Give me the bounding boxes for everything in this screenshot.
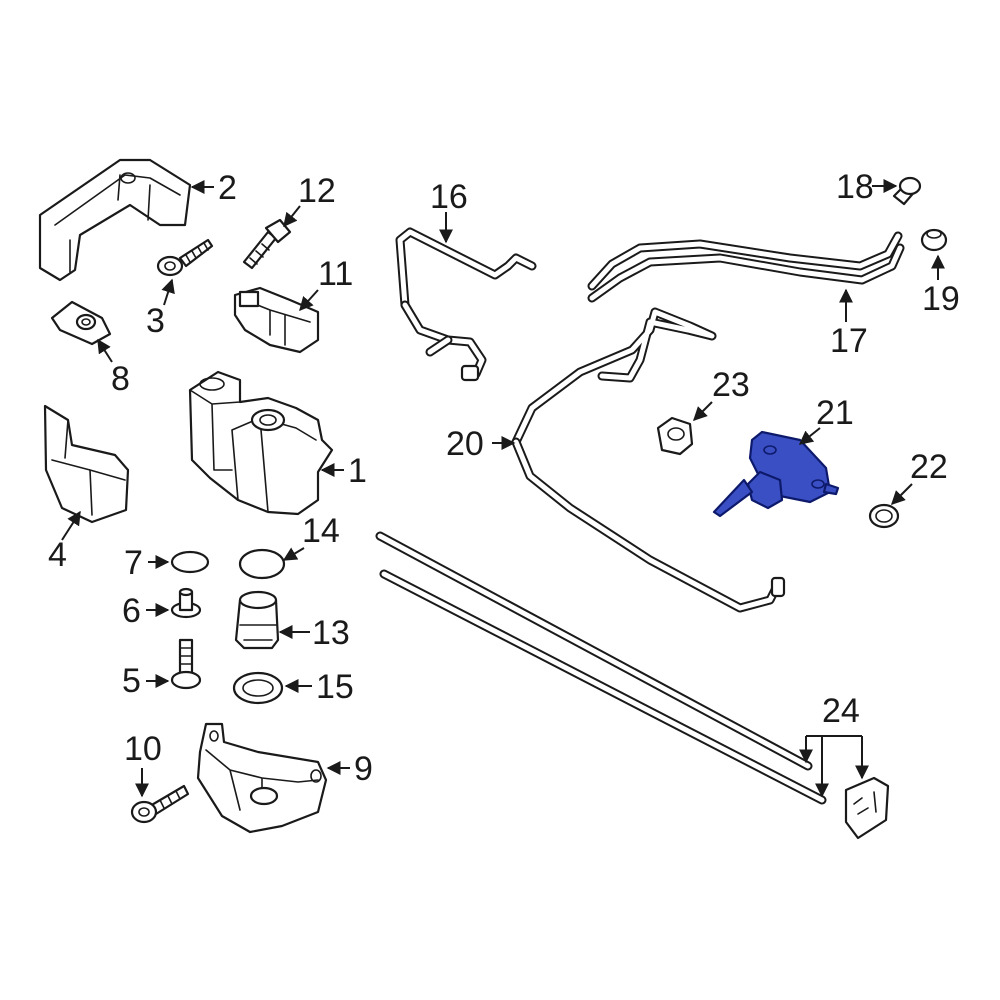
- callout-8: 8: [111, 360, 130, 398]
- callout-14: 14: [302, 512, 340, 550]
- part-14-o-ring: [238, 548, 286, 580]
- callout-20: 20: [446, 425, 484, 463]
- callout-17: 17: [830, 322, 868, 360]
- leader-8: [97, 338, 113, 363]
- callout-15: 15: [316, 668, 354, 706]
- part-20-tube: [511, 307, 786, 613]
- part-13-connector: [234, 590, 280, 650]
- callout-4: 4: [48, 536, 67, 574]
- part-9-mount-bracket: [196, 722, 328, 834]
- part-8-clip-nut: [50, 300, 112, 346]
- leader-12: [283, 205, 301, 228]
- callout-7: 7: [124, 544, 143, 582]
- callout-10: 10: [124, 730, 162, 768]
- part-11-sensor: [233, 286, 320, 354]
- callout-1: 1: [348, 452, 367, 490]
- callout-16: 16: [430, 178, 468, 216]
- part-22-o-ring: [868, 503, 900, 529]
- part-21-valve: [712, 430, 840, 518]
- callout-18: 18: [836, 168, 874, 206]
- part-3-bolt: [156, 238, 214, 277]
- callout-9: 9: [354, 750, 373, 788]
- leader-21: [798, 427, 821, 445]
- callout-3: 3: [146, 302, 165, 340]
- callout-5: 5: [122, 662, 141, 700]
- leader-3: [161, 278, 175, 306]
- part-23-nut: [656, 416, 694, 456]
- callout-24: 24: [822, 692, 860, 730]
- part-15-gasket: [232, 671, 284, 705]
- part-7-o-ring: [170, 550, 210, 574]
- part-1-housing: [188, 370, 334, 516]
- callout-23: 23: [712, 366, 750, 404]
- callout-12: 12: [298, 172, 336, 210]
- callout-19: 19: [922, 280, 960, 318]
- part-24-clip: [844, 776, 890, 840]
- callout-21: 21: [816, 394, 854, 432]
- part-4-shield: [43, 404, 130, 524]
- part-19-cap: [920, 228, 948, 252]
- part-16-hose: [395, 227, 537, 382]
- callout-11: 11: [318, 255, 353, 293]
- leader-22: [891, 483, 913, 505]
- part-10-bolt: [130, 784, 190, 824]
- long-rods: [375, 531, 827, 805]
- part-18-screw: [892, 176, 922, 206]
- callout-2: 2: [218, 169, 237, 207]
- callout-22: 22: [910, 448, 948, 486]
- callout-6: 6: [122, 592, 141, 630]
- leader-14: [282, 547, 305, 561]
- part-5-stud: [170, 638, 202, 690]
- leader-24: [799, 735, 869, 798]
- leader-4: [61, 510, 81, 541]
- part-2-bracket: [38, 158, 192, 282]
- callout-13: 13: [312, 614, 350, 652]
- leader-23: [693, 401, 713, 421]
- leader-11: [299, 289, 319, 312]
- part-17-lines: [587, 231, 905, 303]
- part-12-bolt: [242, 218, 292, 270]
- part-6-plug: [170, 587, 202, 619]
